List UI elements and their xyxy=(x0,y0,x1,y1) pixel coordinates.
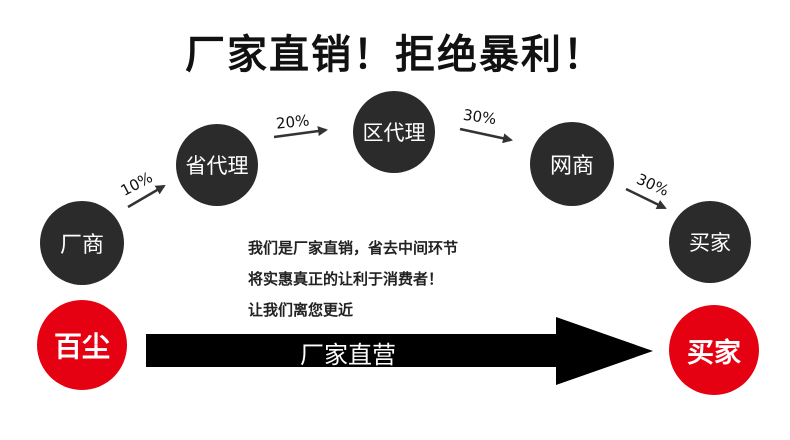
arrow-province-district xyxy=(273,126,328,139)
node-district-agent: 区代理 xyxy=(353,91,435,173)
promo-line-2: 将实惠真正的让利于消费者！ xyxy=(248,270,444,288)
node-online-seller: 网商 xyxy=(530,122,614,206)
node-district-agent-label: 区代理 xyxy=(362,121,426,145)
node-buyer-chain: 买家 xyxy=(669,201,751,283)
arrow-factory-province xyxy=(127,184,166,209)
node-buyer-direct: 买家 xyxy=(669,305,759,395)
arrow-district-online xyxy=(459,127,513,144)
markup-province-district: 20% xyxy=(275,111,311,133)
node-factory: 厂商 xyxy=(40,201,124,285)
direct-arrow xyxy=(146,317,653,385)
page-title: 厂家直销！拒绝暴利！ xyxy=(185,32,605,78)
node-buyer-direct-label: 买家 xyxy=(687,337,741,369)
direct-arrow-label: 厂家直营 xyxy=(300,341,396,369)
promo-line-1: 我们是厂家直销，省去中间环节 xyxy=(248,239,459,257)
node-online-seller-label: 网商 xyxy=(549,154,594,179)
promo-message: 我们是厂家直销，省去中间环节 将实惠真正的让利于消费者！ 让我们离您更近 xyxy=(248,233,458,326)
node-province-agent: 省代理 xyxy=(176,124,258,206)
promo-line-3: 让我们离您更近 xyxy=(248,301,354,319)
node-factory-label: 厂商 xyxy=(59,233,104,258)
node-buyer-chain-label: 买家 xyxy=(689,231,731,255)
arrow-online-buyer xyxy=(625,187,667,210)
node-brand-label: 百尘 xyxy=(53,330,110,363)
node-province-agent-label: 省代理 xyxy=(185,154,249,178)
node-brand: 百尘 xyxy=(37,300,127,390)
